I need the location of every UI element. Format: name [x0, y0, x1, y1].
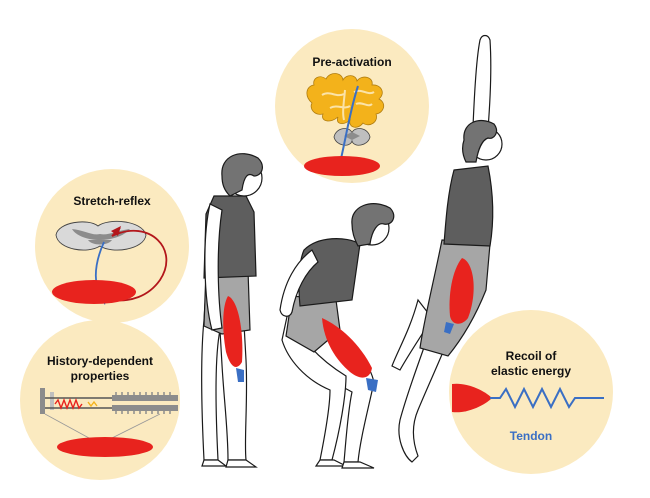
muscle-icon [57, 437, 153, 457]
figure-standing [201, 153, 263, 468]
recoil-label-line2: elastic energy [491, 364, 571, 378]
pre-activation-signal-arrow [339, 85, 359, 164]
tendon-label: Tendon [510, 429, 552, 443]
stretch-reflex-label: Stretch-reflex [73, 194, 151, 208]
history-label-line2: properties [71, 369, 130, 383]
spinal-cord-icon [55, 220, 147, 251]
reflex-afferent-arrow [111, 230, 168, 302]
pre-activation-label: Pre-activation [312, 55, 391, 69]
bubble-recoil: Recoil of elastic energy Tendon [449, 310, 613, 474]
muscle-icon [452, 383, 492, 413]
figure-crouching [279, 203, 395, 469]
recoil-label-line1: Recoil of [506, 349, 558, 363]
history-label-line1: History-dependent [47, 354, 153, 368]
brain-icon [306, 73, 385, 128]
bubble-history-dependent: History-dependent properties [20, 320, 180, 480]
sarcomere-icon [40, 388, 178, 445]
muscle-icon [304, 156, 380, 176]
spring-icon [490, 386, 604, 410]
muscle-icon [52, 280, 136, 304]
bubble-stretch-reflex: Stretch-reflex [35, 169, 189, 323]
bubble-pre-activation: Pre-activation [275, 29, 429, 183]
figure-jumping [391, 34, 503, 463]
